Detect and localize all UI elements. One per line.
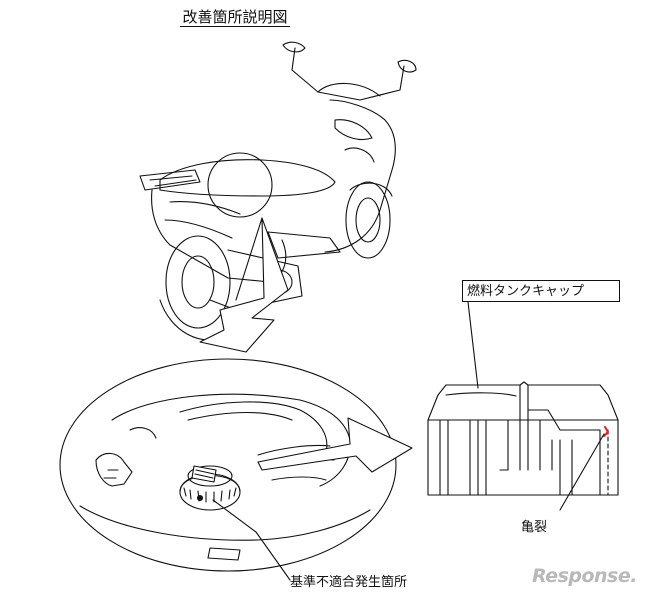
- fuel-cap-section: [427, 381, 619, 511]
- crack-label: 亀裂: [521, 520, 548, 535]
- response-watermark: Response.: [532, 565, 637, 587]
- diagram-title: 改善箇所説明図: [180, 8, 290, 27]
- zoom-oval: [59, 358, 397, 572]
- callout-arrow-down: [199, 217, 289, 353]
- nc-leader-line: [212, 499, 291, 581]
- crack-marker: [603, 426, 609, 437]
- crack-leader-line: [559, 433, 605, 511]
- fuel-cap-leader-line: [467, 301, 479, 389]
- nonconformity-label: 基準不適合発生箇所: [290, 575, 408, 590]
- callout-arrow-right: [257, 417, 413, 473]
- fuel-cap-label: 燃料タンクキャップ: [462, 280, 620, 302]
